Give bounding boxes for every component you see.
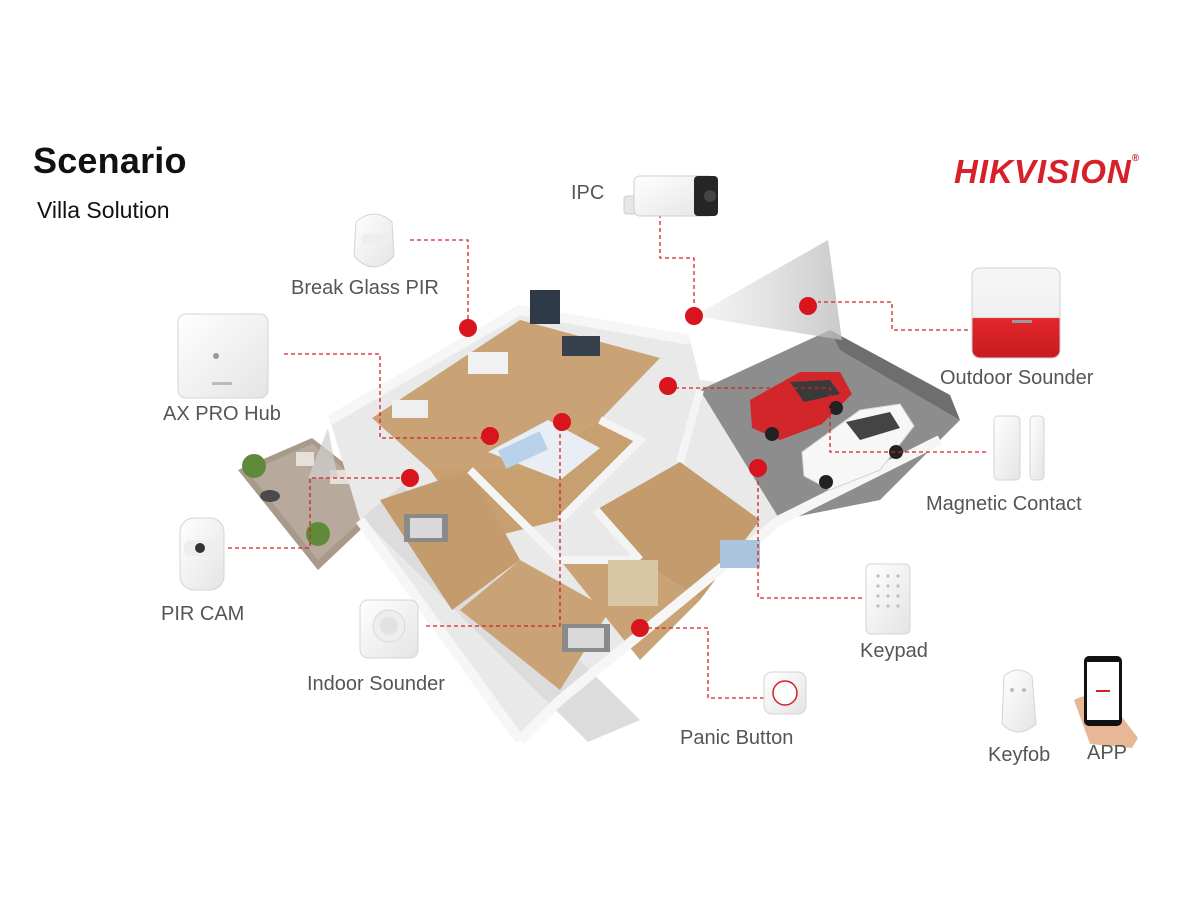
pircam-coverage-cone [308,428,338,478]
pir-cam-icon [179,517,225,591]
trademark-mark: ® [1131,153,1141,164]
panic-button-icon [763,671,807,715]
marker-panic [631,619,649,637]
smartphone-app-icon [1074,656,1138,748]
marker-pircam [401,469,419,487]
connector-lines [228,214,986,699]
device-markers [401,297,817,637]
connector-pircam [228,477,402,549]
marker-indoor-sounder [553,413,571,431]
outdoor-sounder-icon [971,267,1061,359]
label-ipc: IPC [571,182,605,204]
connector-outdoor-sounder [818,301,968,331]
garage-cars [750,372,915,491]
marker-break-glass [459,319,477,337]
label-keypad: Keypad [860,640,928,662]
label-break-glass-pir: Break Glass PIR [291,277,439,299]
connector-magnetic-contact [674,387,986,453]
marker-ipc [685,307,703,325]
connector-indoor-sounder [426,428,561,627]
marker-hub [481,427,499,445]
connector-panic [644,627,764,699]
logo-text: HIKVISION [954,153,1132,190]
indoor-sounder-icon [359,599,419,659]
label-app: APP [1087,742,1128,764]
ipc-camera-icon [623,175,718,217]
ax-pro-hub-icon [177,313,269,399]
label-indoor-sounder: Indoor Sounder [307,673,445,695]
label-ax-pro-hub: AX PRO Hub [163,403,281,425]
label-keyfob: Keyfob [988,744,1051,766]
ipc-coverage-cone [694,240,842,340]
page-subtitle: Villa Solution [37,197,170,223]
label-panic-button: Panic Button [680,727,794,749]
keyfob-icon [1001,669,1037,733]
connector-ipc [659,214,695,304]
hikvision-logo: HIKVISION® [954,153,1140,191]
keypad-icon [865,563,911,635]
label-pir-cam: PIR CAM [161,603,245,625]
connector-hub [284,353,482,439]
break-glass-pir-icon [353,213,395,268]
marker-magnetic-contact [659,377,677,395]
marker-keypad [749,459,767,477]
page-title: Scenario [33,140,187,181]
magnetic-contact-icon [993,415,1045,481]
label-outdoor-sounder: Outdoor Sounder [940,367,1094,389]
label-magnetic-contact: Magnetic Contact [926,493,1082,515]
marker-outdoor-sounder [799,297,817,315]
connector-break-glass [410,239,469,320]
